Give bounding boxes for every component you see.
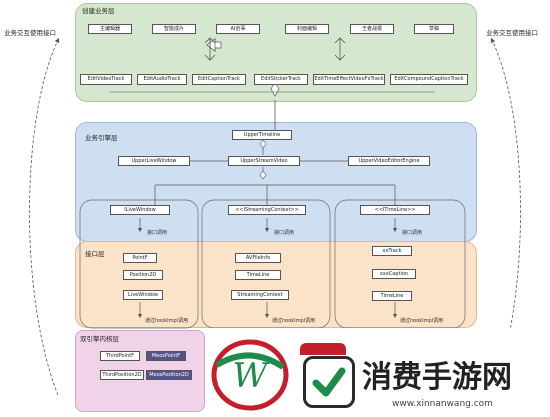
upper-stream-video-box: UpperStreamVideo [228,156,300,166]
track-timeeffect: EditTimeEffectVideoFxTrack [313,74,385,85]
impl-note-3: 通过hookImpl调用 [400,318,444,324]
itimeline-box: <<ITimeLine>> [360,205,430,215]
impl-note-1: 通过hookImpl调用 [145,318,189,324]
upper-live-window-box: UpperLiveWindow [118,156,190,166]
track-caption: EditCaptionTrack [192,74,246,85]
tab-draft[interactable]: 草稿 [414,24,454,34]
third-position2d-box: ThirdPosition2D [100,370,144,380]
tab-battle-report[interactable]: 王者战报 [350,24,394,34]
third-pointf-box: ThirdPointF [100,351,140,361]
avfileinfo-box: AVFileInfo [235,253,281,263]
track-sticker: EditStickerTrack [254,74,308,85]
call-note-2: 接口调用 [274,230,295,236]
call-note-1: 接口调用 [147,230,168,236]
tab-main-editor[interactable]: 主编辑器 [88,24,132,34]
double-arrow-icon-left [206,38,222,52]
track-compound-caption: EditCompoundCaptionTrack [390,74,468,85]
pointf-box: PointF [123,253,157,263]
xxtrack-box: xxTrack [372,246,412,256]
livewindow-box: LiveWindow [123,290,163,300]
xxxcaption-box: xxxCaption [372,269,416,279]
timeline-box-col2: TimeLine [235,270,281,280]
istreaming-context-box: <<IStreamingContext>> [228,205,306,215]
timeline-box-col3: TimeLine [372,291,412,301]
upper-timeline-box: UpperTimeline [232,130,292,140]
meos-position2d-box: MeosPosition2D [146,370,192,380]
watermark-title: 消费手游网 [362,360,512,395]
streamingcontext-box: StreamingContext [231,290,289,300]
position2d-box: Position2D [123,270,163,280]
watermark-check-icon [303,356,355,408]
left-dashed-arrow [29,37,60,396]
engine-layer-panel [75,122,477,242]
track-video: EditVideoTrack [80,74,132,85]
tab-cover-edit[interactable]: 封面编辑 [285,24,329,34]
engine-layer-title: 业务引擎层 [85,134,118,142]
watermark-shape-red [300,343,346,355]
side-label-right: 业务交互使用接口 [486,29,538,37]
tab-ai-story[interactable]: AI创事 [216,24,260,34]
impl-note-2: 通过hookImpl调用 [272,318,316,324]
track-audio: EditAudioTrack [137,74,187,85]
call-note-3: 接口调用 [402,230,423,236]
watermark-logo-letter: W [233,356,271,396]
right-dashed-arrow [490,37,521,396]
side-label-left: 业务交互使用接口 [4,29,56,37]
meos-pointf-box: MeosPointF [146,351,186,361]
watermark-w-logo: W [207,335,293,411]
creation-layer-title: 创建业务层 [82,7,115,15]
tab-smart-clip[interactable]: 智能成片 [152,24,196,34]
ilive-window-box: ILiveWindow [110,205,170,215]
watermark-url: www.xinnanwang.com [392,399,493,409]
dual-core-layer-title: 双引擎内核层 [80,335,119,343]
interface-layer-title: 接口层 [85,250,105,258]
upper-video-editor-engine-box: UpperVideoEditorEngine [348,156,430,166]
